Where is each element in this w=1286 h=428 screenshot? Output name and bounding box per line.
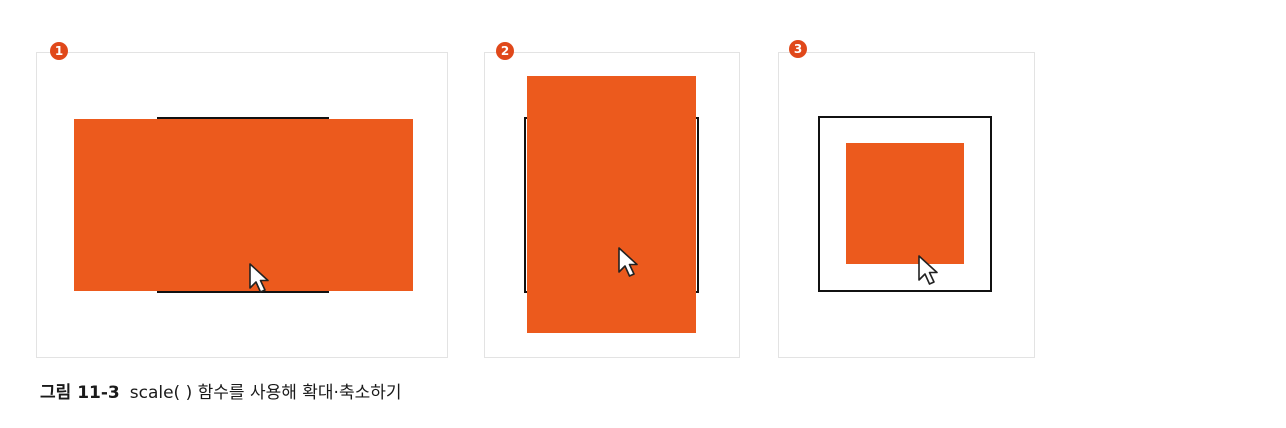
figure-caption-text: scale( ) 함수를 사용해 확대·축소하기 bbox=[129, 383, 402, 403]
step-badge-1: 1 bbox=[50, 42, 68, 60]
original-box-outline-3 bbox=[818, 116, 992, 292]
mouse-pointer-icon bbox=[618, 247, 638, 277]
mouse-pointer-icon bbox=[249, 263, 269, 293]
scaled-box-3 bbox=[846, 143, 964, 264]
mouse-pointer-icon bbox=[918, 255, 938, 285]
scaled-box-1 bbox=[74, 119, 413, 291]
figure-caption-label: 그림 11-3 bbox=[40, 383, 120, 403]
scaled-box-2 bbox=[527, 76, 696, 333]
figure-caption: 그림 11-3 scale( ) 함수를 사용해 확대·축소하기 bbox=[40, 378, 402, 403]
step-badge-2: 2 bbox=[496, 42, 514, 60]
step-badge-3: 3 bbox=[789, 40, 807, 58]
